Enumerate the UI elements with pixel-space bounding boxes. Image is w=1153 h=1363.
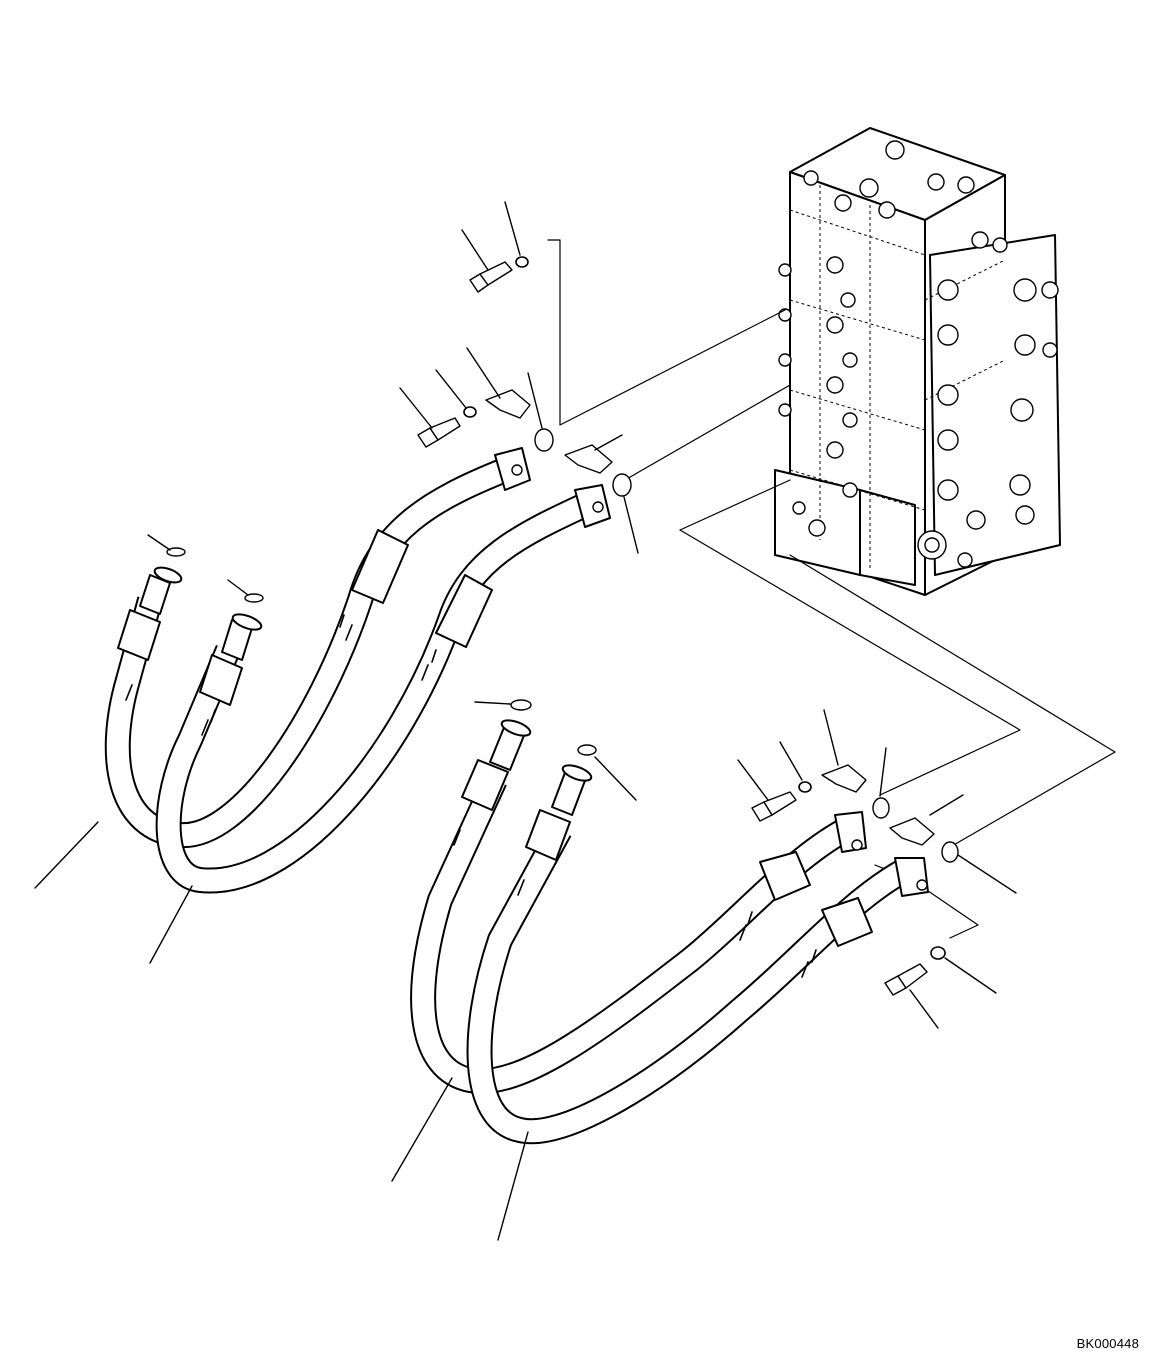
- lower-fasteners: [510, 699, 959, 996]
- upper-fasteners: [166, 256, 632, 603]
- o-ring-icon: [510, 699, 532, 711]
- drawing-number: BK000448: [1076, 1336, 1139, 1351]
- split-flange-icon: [485, 389, 531, 419]
- bolt-icon: [417, 417, 461, 448]
- o-ring-icon: [166, 547, 186, 557]
- o-ring-icon: [872, 797, 890, 819]
- split-flange-icon: [564, 444, 613, 474]
- washer-icon: [463, 406, 477, 418]
- o-ring-icon: [941, 841, 959, 863]
- control-valve-assembly: [774, 127, 1061, 596]
- o-ring-icon: [612, 473, 632, 497]
- o-ring-icon: [244, 593, 264, 603]
- hose-group-upper: [104, 447, 611, 894]
- o-ring-icon: [577, 744, 597, 756]
- washer-icon: [798, 781, 812, 793]
- alignment-lines: [547, 239, 1116, 939]
- o-ring-icon: [534, 428, 554, 452]
- bolt-icon: [884, 963, 928, 996]
- washer-icon: [515, 256, 529, 268]
- washer-icon: [930, 946, 946, 960]
- split-flange-icon: [821, 764, 867, 793]
- split-flange-icon: [889, 817, 935, 846]
- bolt-icon: [469, 261, 513, 293]
- callout-leaders: [34, 201, 1017, 1241]
- bolt-icon: [751, 791, 797, 822]
- hose-group-lower: [410, 719, 929, 1145]
